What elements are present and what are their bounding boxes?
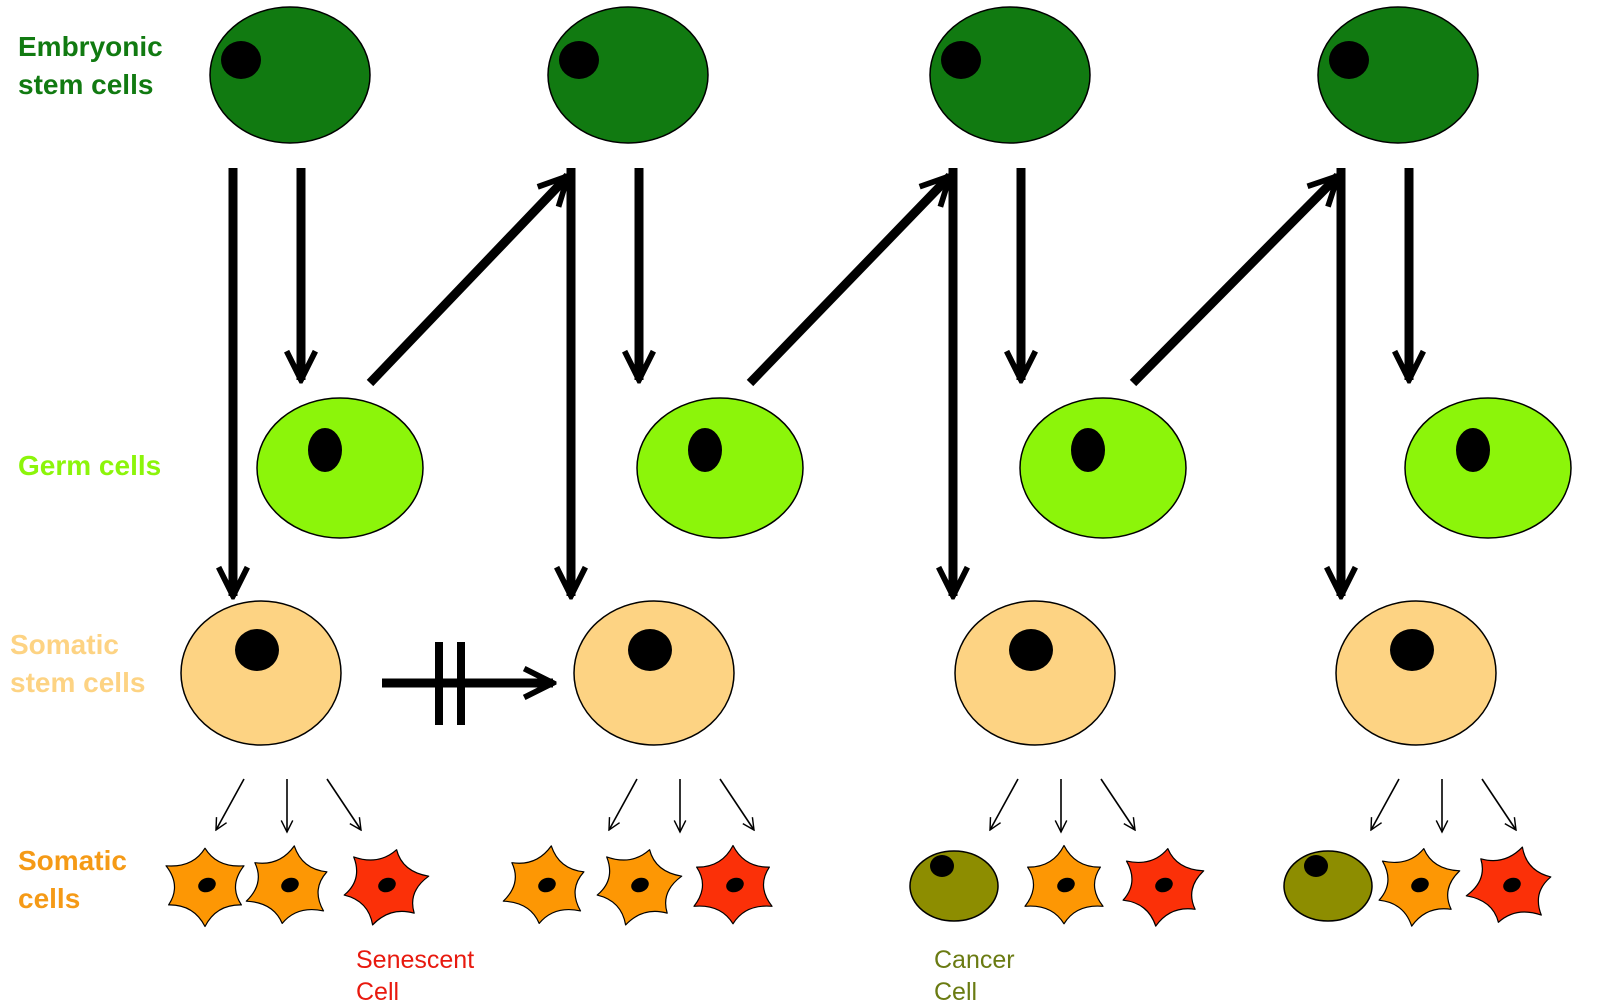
somatic-cell-2-1-normal <box>502 845 585 924</box>
arrow-stem-to-somatic-1-1 <box>216 778 245 830</box>
nucleus <box>198 877 216 893</box>
nucleus <box>281 877 299 893</box>
nucleus <box>930 855 954 877</box>
germ-cell-1 <box>256 397 424 539</box>
nucleus <box>1503 877 1521 893</box>
label-somatic-stem-line2: stem cells <box>10 667 146 698</box>
somatic-cell-3-2-normal <box>1024 844 1104 925</box>
arrow-stem-to-somatic-3-1 <box>990 778 1019 830</box>
nucleus <box>1456 428 1490 472</box>
nucleus <box>538 877 556 893</box>
germ-cell-2 <box>636 397 804 539</box>
label-embryonic-stem-cells: Embryonic stem cells <box>18 28 163 104</box>
somatic-cell-3-3-senescent <box>1122 848 1205 927</box>
arrow-stem-to-somatic-2-1 <box>609 778 638 830</box>
nucleus <box>1071 428 1105 472</box>
germ-cell-3 <box>1019 397 1187 539</box>
somatic-cell-4-1-cancer <box>1283 850 1373 922</box>
label-embryonic-line1: Embryonic <box>18 31 163 62</box>
nucleus <box>688 428 722 472</box>
caption-cancer-line2: Cell <box>934 978 978 1006</box>
nucleus <box>1057 877 1075 893</box>
label-embryonic-line2: stem cells <box>18 69 154 100</box>
caption-cancer-cell: Cancer Cell <box>934 944 1015 1008</box>
arrow-stem-to-somatic-2-3 <box>719 778 754 830</box>
nucleus <box>726 877 744 893</box>
somatic-stem-cell-2 <box>573 600 735 746</box>
label-somatic-line2: cells <box>18 883 81 914</box>
nucleus <box>378 877 396 893</box>
arrow-stem-to-somatic-4-3 <box>1481 778 1516 830</box>
somatic-cell-1-2-normal <box>245 845 328 924</box>
nucleus <box>1304 855 1328 877</box>
nucleus <box>628 629 672 671</box>
label-germ-cells: Germ cells <box>18 447 161 485</box>
arrow-stem-to-somatic-1-3 <box>326 778 361 830</box>
arrow-germ-to-embryonic-4 <box>1129 176 1338 387</box>
arrow-stem-to-somatic-4-1 <box>1371 778 1400 830</box>
embryonic-stem-cell-4 <box>1317 6 1479 144</box>
somatic-cell-4-3-senescent <box>1465 846 1552 923</box>
arrows-layer <box>216 168 1516 832</box>
nucleus <box>1155 877 1173 893</box>
embryonic-stem-cell-1 <box>209 6 371 144</box>
embryonic-stem-cell-3 <box>929 6 1091 144</box>
nucleus <box>941 41 981 79</box>
somatic-cell-4-2-normal <box>1378 848 1461 927</box>
nucleus <box>1411 877 1429 893</box>
nucleus <box>308 428 342 472</box>
nucleus <box>631 877 649 893</box>
label-somatic-stem-line1: Somatic <box>10 629 119 660</box>
caption-senescent-line2: Cell <box>356 978 400 1006</box>
somatic-cell-3-1-cancer <box>909 850 999 922</box>
somatic-stem-cell-1 <box>180 600 342 746</box>
caption-senescent-line1: Senescent <box>356 946 475 974</box>
label-germ-line1: Germ cells <box>18 450 162 481</box>
embryonic-stem-cell-2 <box>547 6 709 144</box>
somatic-cell-2-2-normal <box>596 849 683 926</box>
nucleus <box>221 41 261 79</box>
somatic-cell-1-1-normal <box>165 847 245 928</box>
caption-senescent-cell: Senescent Cell <box>356 944 474 1008</box>
somatic-stem-cell-4 <box>1335 600 1497 746</box>
arrow-germ-to-embryonic-3 <box>746 176 950 387</box>
nucleus <box>1329 41 1369 79</box>
arrow-germ-to-embryonic-2 <box>366 176 568 387</box>
nucleus <box>235 629 279 671</box>
label-somatic-line1: Somatic <box>18 845 127 876</box>
caption-cancer-line1: Cancer <box>934 946 1015 974</box>
arrow-stem-to-somatic-3-3 <box>1100 778 1135 830</box>
nucleus <box>559 41 599 79</box>
germ-cell-4 <box>1404 397 1572 539</box>
label-somatic-stem-cells: Somatic stem cells <box>10 626 145 702</box>
label-somatic-cells: Somatic cells <box>18 842 127 918</box>
somatic-cell-2-3-senescent <box>693 844 773 925</box>
somatic-stem-cell-3 <box>954 600 1116 746</box>
nucleus <box>1390 629 1434 671</box>
nucleus <box>1009 629 1053 671</box>
somatic-cell-1-3-senescent <box>343 849 430 926</box>
cells-layer <box>165 6 1572 928</box>
